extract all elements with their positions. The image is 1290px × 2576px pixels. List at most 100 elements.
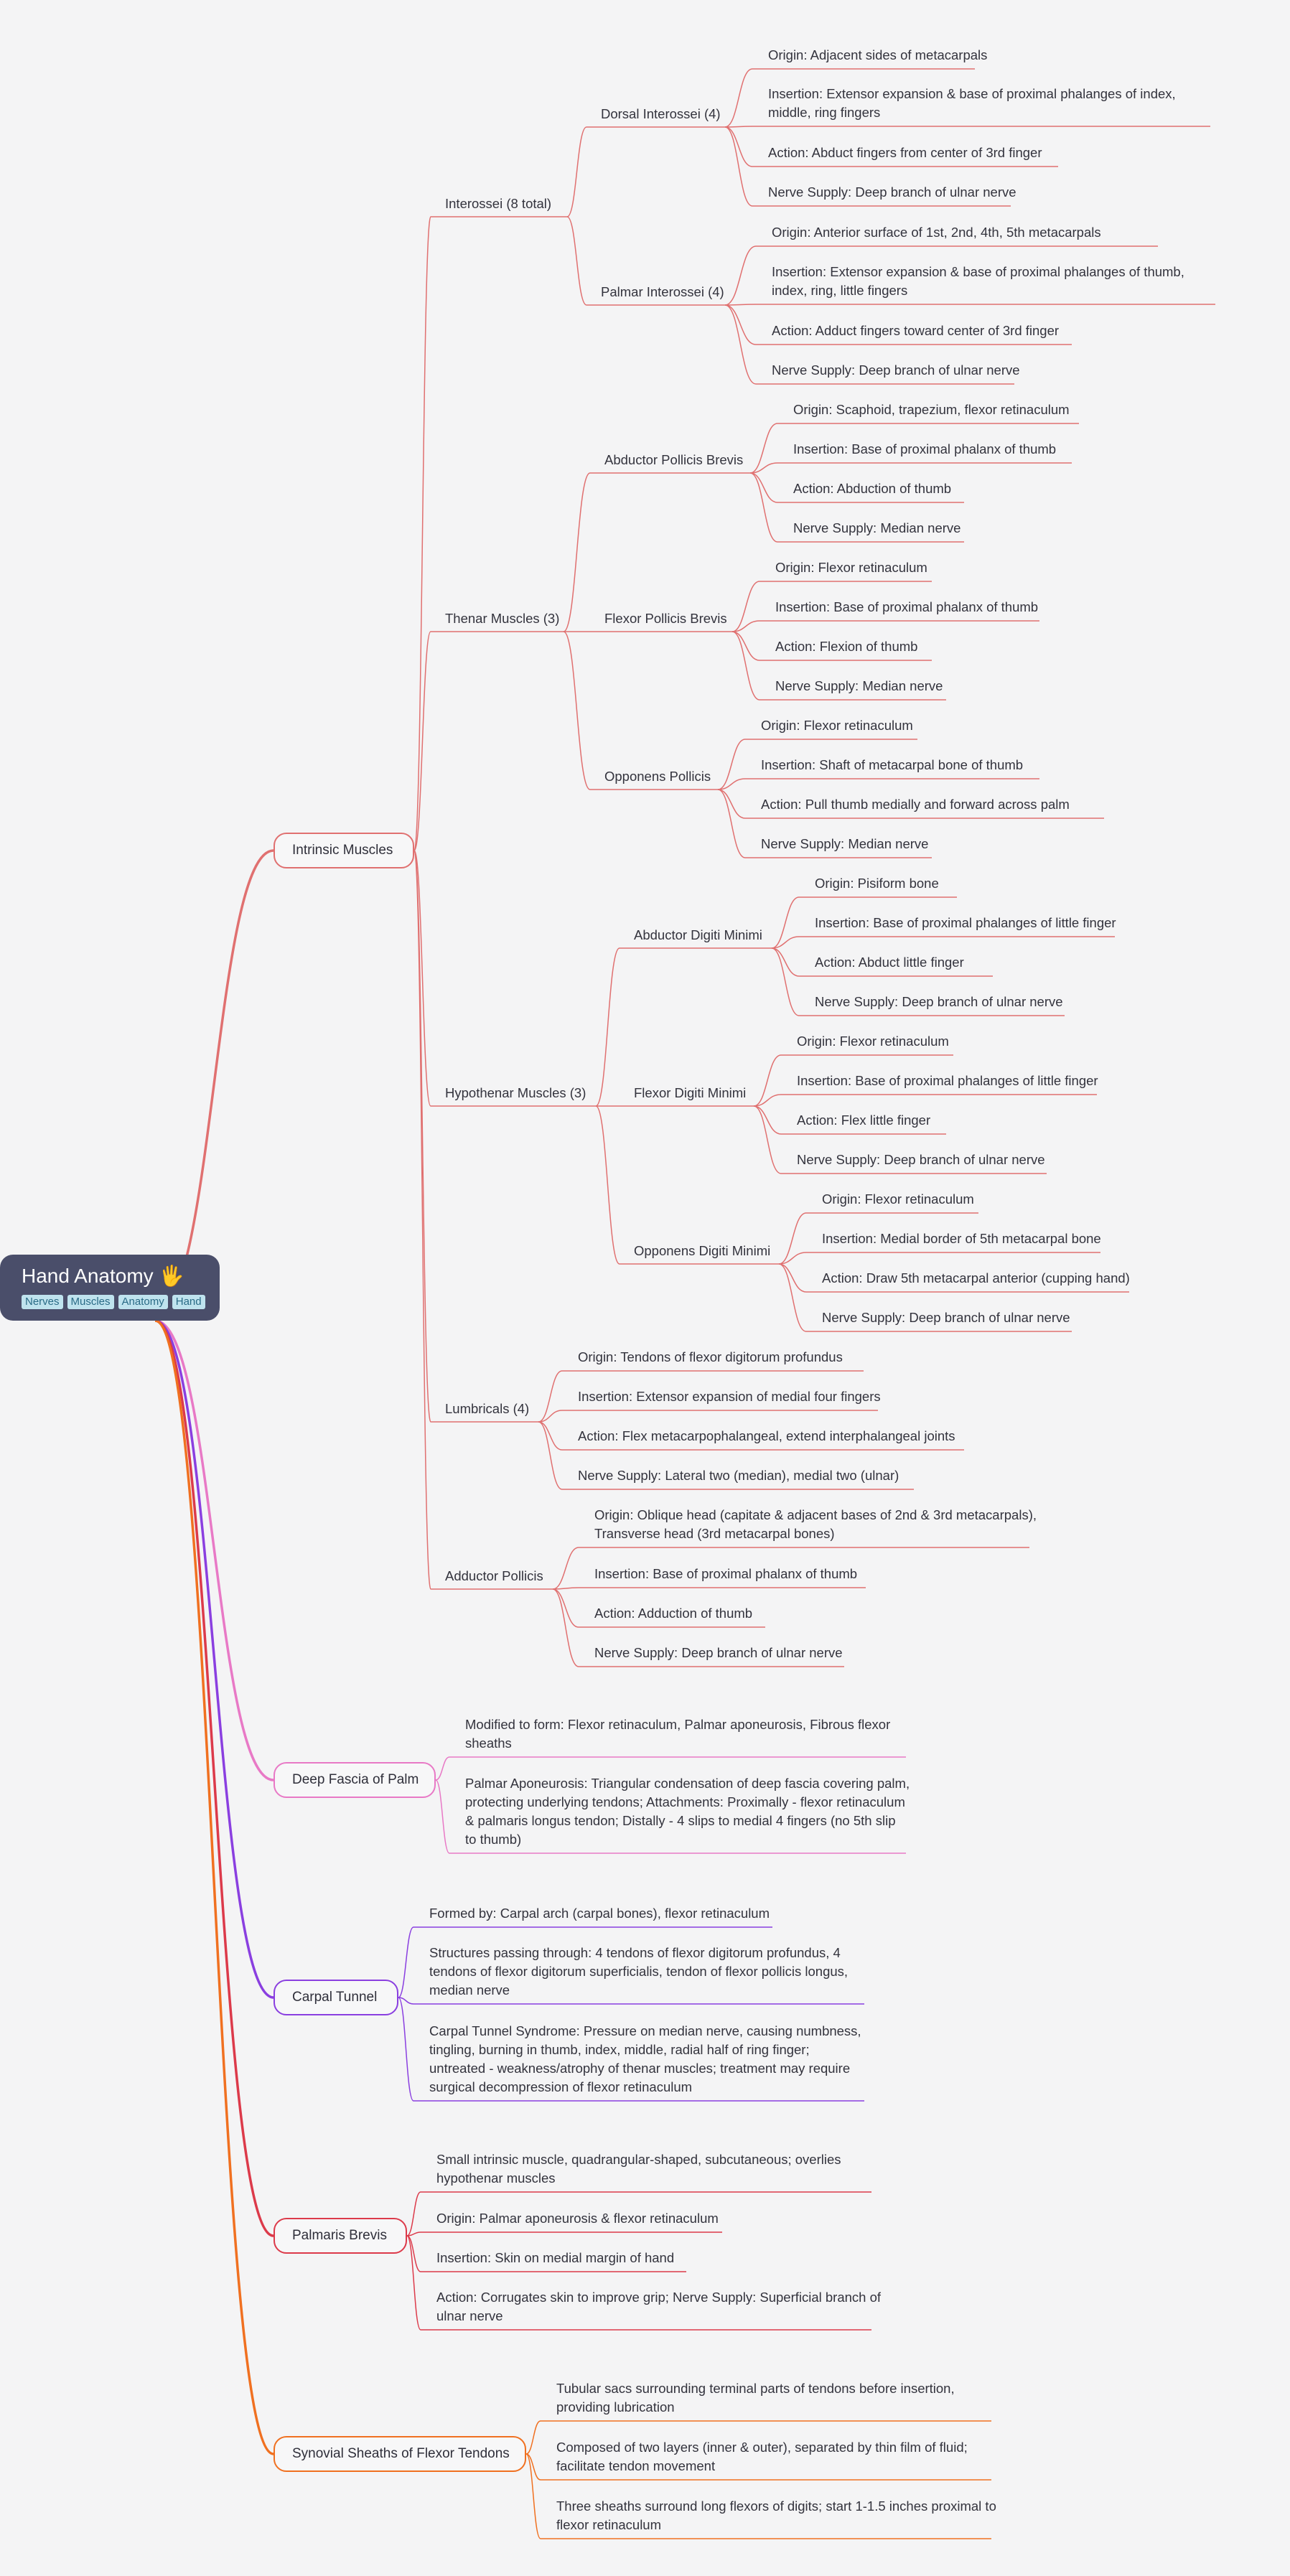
leaf-item[interactable]: Action: Corrugates skin to improve grip;…: [436, 2290, 882, 2323]
connector-line: [413, 850, 431, 1107]
leaf-item[interactable]: Origin: Palmar aponeurosis & flexor reti…: [436, 2211, 719, 2226]
leaf-item[interactable]: Action: Abduct little finger: [815, 955, 964, 970]
leaf-item[interactable]: Action: Abduction of thumb: [793, 481, 952, 496]
leaf-item[interactable]: Three sheaths surround long flexors of d…: [556, 2498, 996, 2532]
leaf-item[interactable]: Insertion: Shaft of metacarpal bone of t…: [761, 757, 1024, 772]
leaf-item[interactable]: Action: Pull thumb medially and forward …: [761, 797, 1070, 812]
leaf-item[interactable]: Origin: Flexor retinaculum: [761, 718, 913, 733]
leaf-item[interactable]: Formed by: Carpal arch (carpal bones), f…: [429, 1906, 770, 1921]
leaf-item[interactable]: Action: Flex little finger: [797, 1113, 931, 1128]
leaf-item[interactable]: Action: Flexion of thumb: [775, 639, 918, 654]
leaf-item[interactable]: Insertion: Base of proximal phalanx of t…: [594, 1566, 858, 1581]
leaf-item[interactable]: Composed of two layers (inner & outer), …: [556, 2440, 968, 2473]
leaf-item[interactable]: Small intrinsic muscle, quadrangular-sha…: [436, 2152, 841, 2186]
node-lumbricals[interactable]: Lumbricals (4): [445, 1401, 530, 1416]
tag-anatomy[interactable]: Anatomy: [118, 1295, 168, 1309]
leaf-item[interactable]: Action: Flex metacarpophalangeal, extend…: [578, 1428, 955, 1443]
leaf-item[interactable]: Nerve Supply: Deep branch of ulnar nerve: [822, 1310, 1070, 1325]
node-interossei[interactable]: Interossei (8 total): [445, 196, 552, 211]
leaf-item[interactable]: Palmar Aponeurosis: Triangular condensat…: [465, 1776, 910, 1847]
leaf-item[interactable]: Insertion: Medial border of 5th metacarp…: [822, 1231, 1101, 1246]
leaf-item[interactable]: Origin: Adjacent sides of metacarpals: [768, 47, 988, 62]
leaf-item[interactable]: Nerve Supply: Deep branch of ulnar nerve: [768, 184, 1016, 200]
leaf-item[interactable]: Nerve Supply: Deep branch of ulnar nerve: [594, 1645, 843, 1660]
leaf-item[interactable]: Insertion: Base of proximal phalanx of t…: [775, 599, 1039, 614]
branch-synovial-sheaths[interactable]: Synovial Sheaths of Flexor Tendons: [274, 2436, 526, 2472]
leaf-item[interactable]: Insertion: Base of proximal phalanges of…: [797, 1073, 1098, 1088]
node-flexor-pollicis-brevis[interactable]: Flexor Pollicis Brevis: [604, 611, 727, 626]
connector-line: [154, 1319, 274, 1999]
branch-intrinsic-muscles[interactable]: Intrinsic Muscles: [274, 833, 414, 868]
branch-carpal-tunnel[interactable]: Carpal Tunnel: [274, 1980, 398, 2015]
leaf-item[interactable]: Insertion: Extensor expansion of medial …: [578, 1389, 881, 1404]
leaf-item[interactable]: Nerve Supply: Median nerve: [793, 520, 961, 535]
leaf-item[interactable]: Origin: Flexor retinaculum: [822, 1191, 974, 1207]
leaf-item[interactable]: Action: Adduction of thumb: [594, 1606, 753, 1621]
branch-deep-fascia-of-palm[interactable]: Deep Fascia of Palm: [274, 1762, 436, 1798]
root-node[interactable]: Hand Anatomy 🖐 Nerves Muscles Anatomy Hand: [0, 1255, 220, 1321]
node-flexor-digiti-minimi[interactable]: Flexor Digiti Minimi: [634, 1085, 747, 1100]
leaf-item[interactable]: Action: Abduct fingers from center of 3r…: [768, 145, 1042, 160]
leaf-item[interactable]: Origin: Anterior surface of 1st, 2nd, 4t…: [772, 225, 1101, 240]
connector-line: [753, 1094, 782, 1107]
leaf-item[interactable]: Nerve Supply: Deep branch of ulnar nerve: [815, 994, 1063, 1009]
node-palmar-interossei[interactable]: Palmar Interossei (4): [601, 284, 724, 299]
branch-label: Deep Fascia of Palm: [292, 1772, 419, 1787]
connector-line: [749, 462, 778, 474]
connector-line: [538, 1421, 563, 1451]
connector-line: [717, 789, 746, 819]
node-dorsal-interossei[interactable]: Dorsal Interossei (4): [601, 106, 721, 121]
leaf-item[interactable]: Origin: Flexor retinaculum: [775, 560, 927, 575]
tag-list: Nerves Muscles Anatomy Hand: [22, 1295, 220, 1309]
connector-line: [724, 245, 757, 306]
leaf-item[interactable]: Nerve Supply: Deep branch of ulnar nerve: [772, 362, 1020, 378]
node-adductor-pollicis[interactable]: Adductor Pollicis: [445, 1568, 543, 1583]
raised-hand-icon: 🖐: [159, 1265, 184, 1287]
connector-line: [753, 1054, 782, 1107]
connector-line: [595, 947, 620, 1107]
leaf-item[interactable]: Nerve Supply: Median nerve: [761, 836, 929, 851]
node-opponens-pollicis[interactable]: Opponens Pollicis: [604, 769, 711, 784]
node-abductor-pollicis-brevis[interactable]: Abductor Pollicis Brevis: [604, 452, 744, 467]
branch-label: Carpal Tunnel: [292, 1990, 378, 2005]
leaf-item[interactable]: Origin: Tendons of flexor digitorum prof…: [578, 1349, 843, 1364]
connector-line: [749, 472, 778, 543]
leaf-item[interactable]: Origin: Pisiform bone: [815, 876, 939, 891]
node-abductor-digiti-minimi[interactable]: Abductor Digiti Minimi: [634, 927, 762, 942]
leaf-item[interactable]: Insertion: Skin on medial margin of hand: [436, 2250, 675, 2265]
connector-line: [552, 1547, 579, 1590]
leaf-item[interactable]: Action: Draw 5th metacarpal anterior (cu…: [822, 1270, 1130, 1285]
connector-line: [563, 472, 591, 632]
root-title: Hand Anatomy 🖐: [22, 1265, 184, 1287]
node-opponens-digiti-minimi[interactable]: Opponens Digiti Minimi: [634, 1243, 771, 1258]
branch-palmaris-brevis[interactable]: Palmaris Brevis: [274, 2218, 407, 2254]
leaf-item[interactable]: Insertion: Base of proximal phalanges of…: [815, 915, 1116, 930]
leaf-item[interactable]: Origin: Scaphoid, trapezium, flexor reti…: [793, 402, 1070, 417]
leaf-item[interactable]: Carpal Tunnel Syndrome: Pressure on medi…: [429, 2023, 861, 2094]
leaf-item[interactable]: Insertion: Base of proximal phalanx of t…: [793, 441, 1057, 456]
leaf-item[interactable]: Nerve Supply: Median nerve: [775, 678, 943, 693]
leaf-item[interactable]: Origin: Oblique head (capitate & adjacen…: [594, 1507, 1037, 1541]
connector-line: [717, 789, 746, 858]
connector-line: [435, 1756, 450, 1781]
connector-line: [732, 620, 760, 632]
connector-line: [154, 1319, 274, 1781]
leaf-item[interactable]: Origin: Flexor retinaculum: [797, 1034, 949, 1049]
leaf-item[interactable]: Insertion: Extensor expansion & base of …: [768, 86, 1176, 120]
connector-line: [398, 1997, 414, 2102]
tag-muscles[interactable]: Muscles: [67, 1295, 114, 1309]
tag-hand[interactable]: Hand: [172, 1295, 205, 1309]
leaf-item[interactable]: Nerve Supply: Lateral two (median), medi…: [578, 1468, 899, 1483]
node-hypothenar-muscles[interactable]: Hypothenar Muscles (3): [445, 1085, 586, 1100]
leaf-item[interactable]: Structures passing through: 4 tendons of…: [429, 1945, 849, 1997]
node-thenar-muscles[interactable]: Thenar Muscles (3): [445, 611, 560, 626]
leaf-item[interactable]: Insertion: Extensor expansion & base of …: [772, 264, 1184, 298]
leaf-item[interactable]: Nerve Supply: Deep branch of ulnar nerve: [797, 1152, 1045, 1167]
leaf-item[interactable]: Action: Adduct fingers toward center of …: [772, 323, 1060, 338]
leaf-item[interactable]: Modified to form: Flexor retinaculum, Pa…: [465, 1717, 891, 1751]
connector-line: [749, 423, 778, 474]
tag-nerves[interactable]: Nerves: [22, 1295, 63, 1309]
leaf-item[interactable]: Tubular sacs surrounding terminal parts …: [556, 2381, 955, 2415]
connector-line: [398, 1926, 414, 1998]
